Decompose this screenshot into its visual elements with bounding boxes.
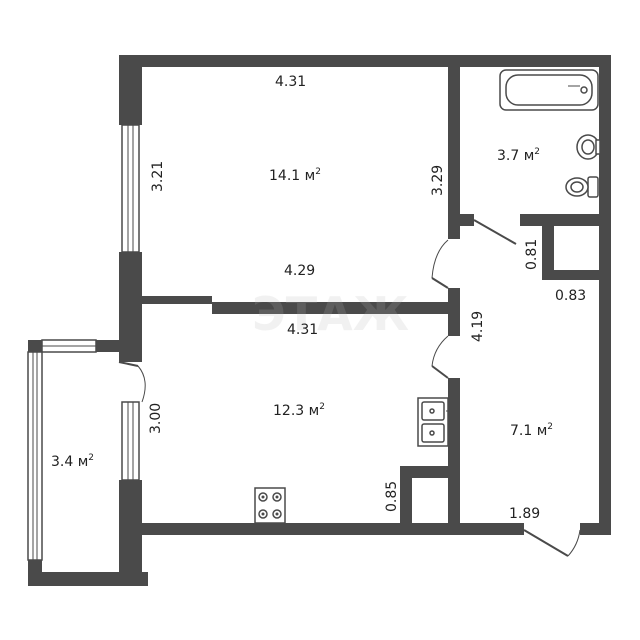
area-room2: 12.3 м2 <box>273 402 325 419</box>
area-hall: 7.1 м2 <box>510 422 553 439</box>
interior-walls <box>142 67 611 535</box>
dim-room1-left: 3.21 <box>150 161 166 192</box>
dim-room2-top: 4.31 <box>287 322 318 338</box>
wall-niche-left <box>400 466 412 526</box>
wall-bottom-hall <box>580 523 611 535</box>
bathtub-icon <box>499 69 599 111</box>
window-room2 <box>121 401 140 481</box>
area-balcony: 3.4 м2 <box>51 453 94 470</box>
area-bathroom: 3.7 м2 <box>497 147 540 164</box>
walls <box>28 55 611 586</box>
wall-balcony-left-bottom <box>28 560 42 586</box>
wall-hall-upper <box>448 67 460 239</box>
door-bathroom <box>473 219 517 245</box>
kitchen-sink-icon <box>417 397 449 447</box>
wall-hall-mid <box>448 288 460 336</box>
dim-room1-right: 3.29 <box>430 165 446 196</box>
wall-right <box>599 55 611 535</box>
wall-left-upper <box>119 55 142 125</box>
dim-room1-bottom: 4.29 <box>284 263 315 279</box>
dim-closet-height: 0.81 <box>524 239 540 270</box>
window-room1 <box>121 124 140 253</box>
dim-room1-top: 4.31 <box>275 74 306 90</box>
watermark: ЭТАЖ <box>252 287 409 341</box>
door-balcony <box>118 361 139 367</box>
door-room2 <box>431 365 449 379</box>
dim-room2-small: 0.85 <box>384 481 400 512</box>
wall-top <box>119 55 611 67</box>
sink-icon <box>576 134 601 160</box>
wall-bath-bottom-left <box>448 214 474 226</box>
wall-balcony-top-left <box>28 340 42 352</box>
wall-room1-room2-b <box>212 302 456 314</box>
dim-closet-width: 0.83 <box>555 288 586 304</box>
wall-balcony-bottom <box>28 572 148 586</box>
window-balcony-left <box>27 351 43 561</box>
wall-room1-room2 <box>142 296 212 304</box>
area-labels: 14.1 м2 3.7 м2 12.3 м2 7.1 м2 3.4 м2 <box>51 147 553 470</box>
dim-hall-height: 4.19 <box>470 311 486 342</box>
wall-left-lower <box>119 480 142 586</box>
wall-closet-left <box>520 214 554 224</box>
wall-closet-bottom <box>542 270 611 280</box>
door-entrance <box>523 529 569 557</box>
dim-hall-bottom: 1.89 <box>509 506 540 522</box>
doors <box>118 219 581 557</box>
dimension-labels: 4.31 3.21 3.29 4.29 4.31 3.00 0.85 4.19 … <box>148 74 586 522</box>
wall-left-mid <box>119 252 142 362</box>
wall-bottom-room2 <box>142 523 524 535</box>
windows <box>27 124 140 561</box>
dim-room2-left: 3.00 <box>148 403 164 434</box>
door-room1 <box>431 277 449 289</box>
wall-closet-side <box>542 214 554 276</box>
wall-balcony-post <box>119 340 142 362</box>
fixtures <box>254 69 601 524</box>
toilet-icon <box>565 176 599 198</box>
area-room1: 14.1 м2 <box>269 167 321 184</box>
wall-niche-top <box>400 466 458 478</box>
wall-hall-lower <box>448 378 460 535</box>
stove-icon <box>254 487 286 524</box>
